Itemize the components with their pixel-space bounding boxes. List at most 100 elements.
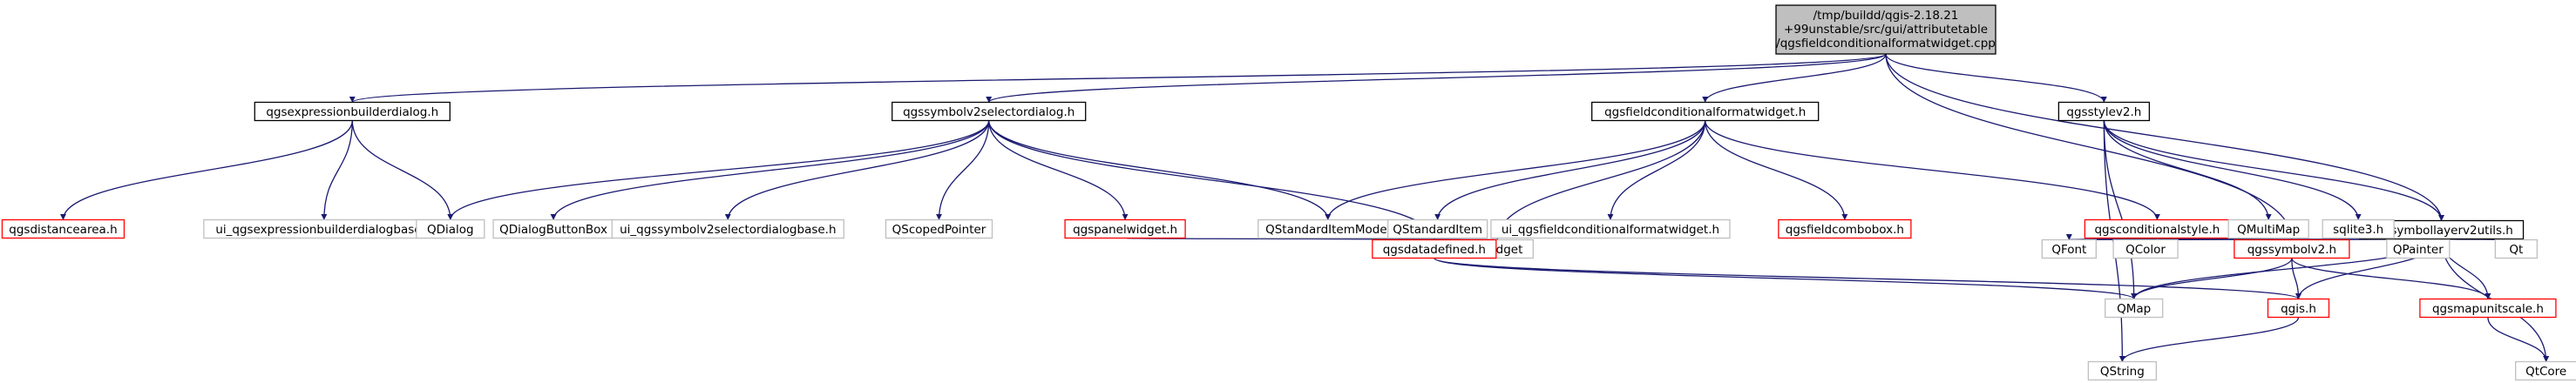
root-node-label-line-1: /tmp/buildd/qgis-2.18.21 [1813,9,1959,23]
node-qscopedpointer[interactable]: QScopedPointer [885,218,993,239]
node-box [2105,298,2164,319]
node-box [2087,360,2158,381]
node-box [1372,239,1497,259]
edge-sym-sel-dlg-to-qscopedpointer [936,120,990,220]
node-label: qgssymbolv2selectordialog.h [903,105,1074,119]
node-box [885,218,993,239]
node-qdialogbuttonbox[interactable]: QDialogButtonBox [492,218,614,239]
edges-layer [60,53,2550,362]
edge-datadefined-to-qgis [1434,257,2301,300]
root-node-label-line-2: +99unstable/src/gui/attributetable [1784,23,1988,37]
edge-root-to-sym-sel-dlg [986,53,1887,104]
node-box [2041,239,2097,259]
edge-mapunitscale-to-qtcore [2487,317,2550,362]
edge-sym-sel-dlg-to-qdialog [447,120,990,220]
edge-symbolv2-to-qgis [2291,258,2302,299]
node-label: qgsfieldconditionalformatwidget.h [1604,105,1806,119]
node-label: sqlite3.h [2333,223,2383,237]
node-label: QDialogButtonBox [499,223,607,237]
node-box [1778,218,1912,239]
node-qmultimap[interactable]: QMultiMap [2227,218,2309,239]
node-qfont[interactable]: QFont [2041,239,2097,259]
nodes-layer: /tmp/buildd/qgis-2.18.21 +99unstable/src… [1,4,2576,381]
node-condstyle[interactable]: qgsconditionalstyle.h [2084,218,2231,239]
node-label: qgsdistancearea.h [9,223,117,237]
edge-expr-dlg-to-qdialog [351,120,454,220]
node-label: qgsdatadefined.h [1383,243,1486,257]
node-panelwidget[interactable]: qgspanelwidget.h [1064,218,1186,239]
node-label: QFont [2051,243,2086,257]
node-label: qgsstylev2.h [2066,105,2141,119]
node-distancearea[interactable]: qgsdistancearea.h [1,218,125,239]
edge-stylev2-to-qmap [2103,120,2138,299]
node-qt[interactable]: Qt [2494,239,2538,259]
edge-root-to-symlayer-utils [1885,53,2444,221]
node-label: qgssymbolv2.h [2247,243,2336,257]
node-label: qgsmapunitscale.h [2432,302,2544,316]
node-datadefined[interactable]: qgsdatadefined.h [1372,239,1497,259]
node-box [1490,218,1731,239]
node-label: ui_qgsfieldconditionalformatwidget.h [1502,223,1719,237]
node-fieldcombobox[interactable]: qgsfieldcombobox.h [1778,218,1912,239]
node-box [254,101,451,122]
node-box [1,218,125,239]
node-qstring[interactable]: QString [2087,360,2158,381]
node-qpainter[interactable]: QPainter [2386,239,2451,259]
node-stylev2[interactable]: qgsstylev2.h [2057,101,2151,122]
node-expr-dlg[interactable]: qgsexpressionbuilderdialog.h [254,101,451,122]
node-label: QDialog [427,223,474,237]
node-qstditemmodel[interactable]: QStandardItemModel [1257,218,1399,239]
node-ui-expr[interactable]: ui_qgsexpressionbuilderdialogbase.h [203,218,445,239]
node-qgis[interactable]: qgis.h [2267,298,2330,319]
node-symbolv2[interactable]: qgssymbolv2.h [2234,239,2350,259]
node-qcolor[interactable]: QColor [2112,239,2179,259]
node-sqlite3[interactable]: sqlite3.h [2322,218,2395,239]
edge-sym-sel-dlg-to-qstditemmodel [988,120,1332,220]
root-node: /tmp/buildd/qgis-2.18.21 +99unstable/src… [1775,4,1996,55]
edge-stylev2-to-symlayer-utils [2103,120,2444,221]
edge-stylev2-to-qmultimap [2103,120,2272,220]
node-label: qgsconditionalstyle.h [2094,223,2220,237]
node-label: Qt [2509,243,2523,257]
node-label: qgssymbollayerv2utils.h [2369,224,2513,238]
edge-fcfw-to-qwidget [1494,120,1706,240]
edge-sym-sel-dlg-to-panelwidget [988,120,1129,220]
node-symlayer-utils[interactable]: qgssymbollayerv2utils.h [2358,219,2525,240]
node-box [2267,298,2330,319]
node-sym-sel-dlg[interactable]: qgssymbolv2selectordialog.h [891,101,1087,122]
node-qmap[interactable]: QMap [2105,298,2164,319]
node-ui-symsel[interactable]: ui_qgssymbolv2selectordialogbase.h [611,218,844,239]
edge-root-to-symbolv2 [1885,53,2295,240]
node-box [2057,101,2151,122]
node-label: qgspanelwidget.h [1073,223,1177,237]
edge-sym-sel-dlg-to-datadefined [988,120,1438,240]
root-node-box [1775,4,1996,55]
edge-fcfw-to-ui-fcfw [1607,120,1706,220]
edge-fcfw-to-qstditem [1434,120,1706,220]
node-box [1064,218,1186,239]
root-node-label-line-3: /qgsfieldconditionalformatwidget.cpp [1776,37,1996,50]
node-qstditem[interactable]: QStandardItem [1386,218,1488,239]
edge-fcfw-to-qstditemmodel [1325,120,1706,220]
node-label: QStandardItem [1393,223,1482,237]
edge-sym-sel-dlg-to-qdialogbuttonbox [550,120,990,220]
node-ui-fcfw[interactable]: ui_qgsfieldconditionalformatwidget.h [1490,218,1731,239]
node-qdialog[interactable]: QDialog [416,218,485,239]
edge-root-to-fcfw [1702,53,1887,103]
node-box [1386,218,1488,239]
node-label: QString [2100,365,2145,379]
node-box [416,218,485,239]
node-mapunitscale[interactable]: qgsmapunitscale.h [2419,298,2557,319]
node-fcfw[interactable]: qgsfieldconditionalformatwidget.h [1591,101,1820,122]
node-box [2386,239,2451,259]
edge-qgis-to-qstring [2118,317,2300,362]
edge-sym-sel-dlg-to-ui-symsel [724,120,990,220]
edge-stylev2-to-sqlite3 [2103,120,2362,220]
edge-symbolv2-to-qmap [2131,258,2293,299]
node-label: QtCore [2525,365,2566,379]
node-box [2419,298,2557,319]
node-label: QScopedPointer [892,223,986,237]
node-label: ui_qgssymbolv2selectordialogbase.h [620,223,836,237]
node-qtcore[interactable]: QtCore [2515,360,2576,381]
